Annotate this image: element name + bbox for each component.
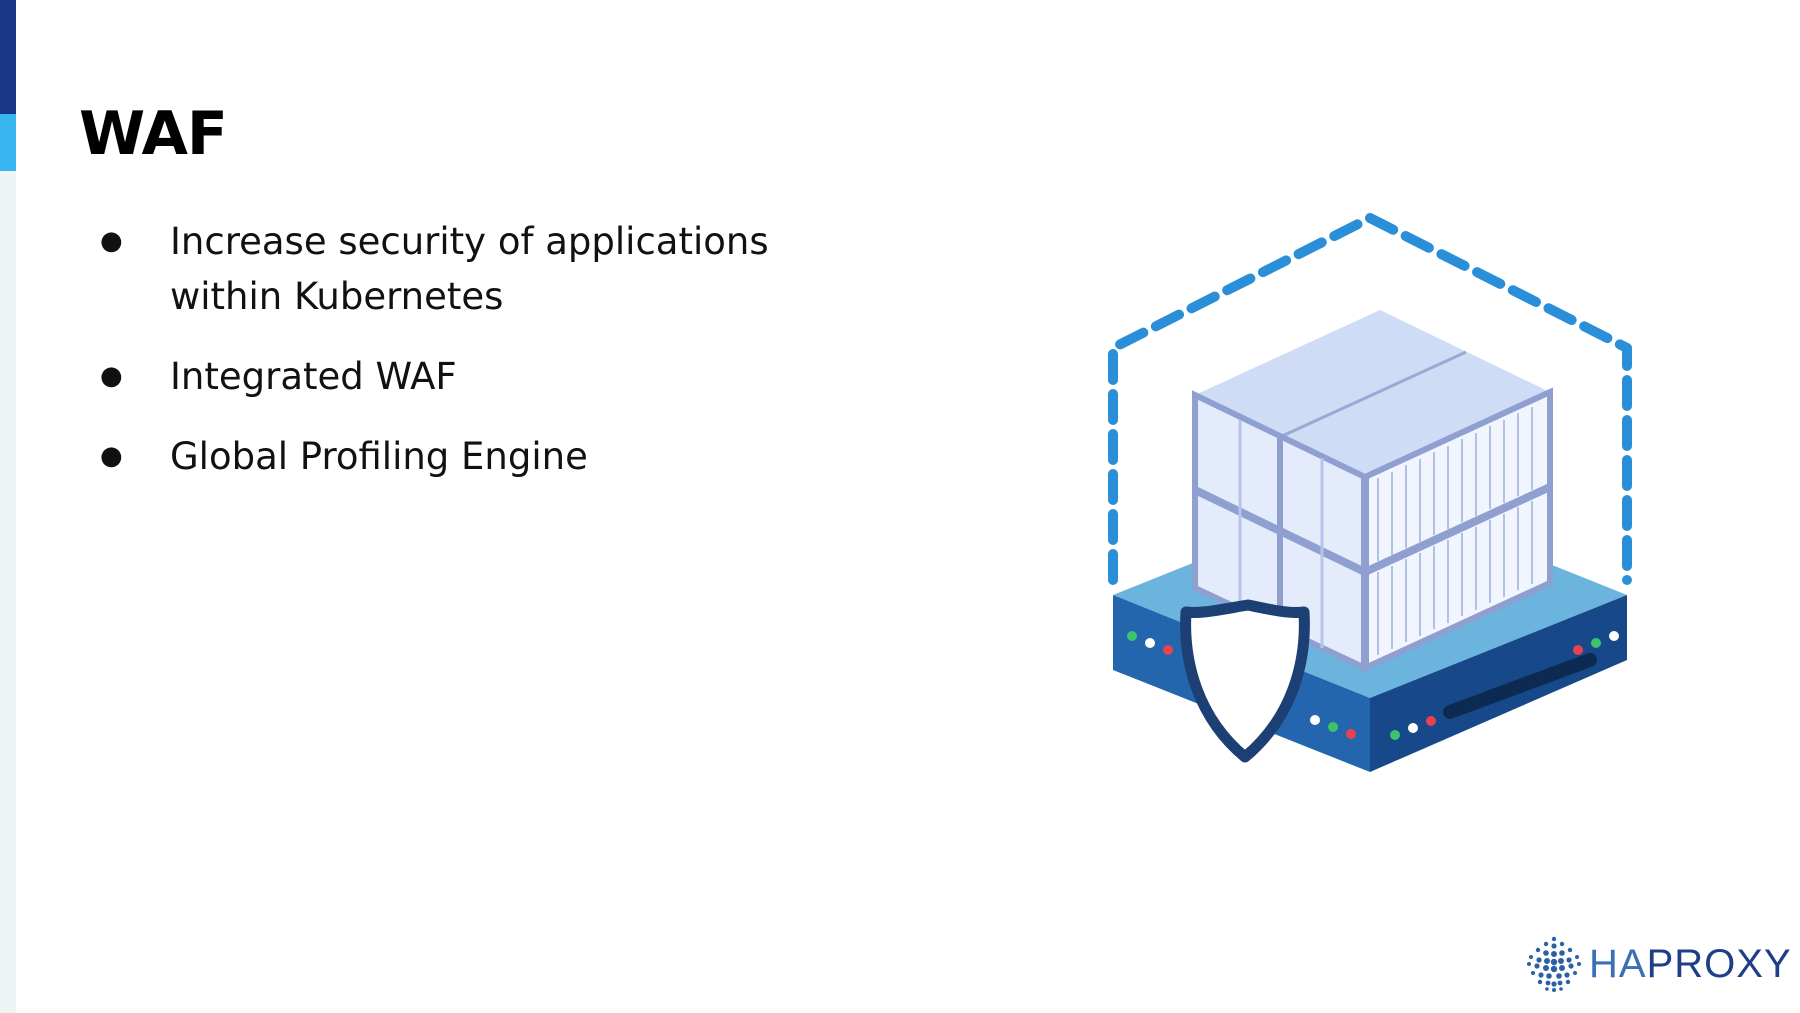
haproxy-logo-icon <box>1527 936 1581 992</box>
bullet-marker: ● <box>100 361 123 391</box>
accent-bar-dark <box>0 0 16 114</box>
bullet-item: ● Global Profiling Engine <box>100 429 860 484</box>
bullet-item: ● Integrated WAF <box>100 349 860 404</box>
shield <box>1180 599 1310 763</box>
dashed-boundary <box>1108 213 1632 585</box>
bullet-marker: ● <box>100 441 123 471</box>
accent-rail <box>0 171 16 1013</box>
bullet-text: Increase security of applications within… <box>170 220 769 318</box>
haproxy-logo-text: HAPROXY <box>1589 942 1792 986</box>
slide-title: WAF <box>79 99 228 169</box>
containers-stack <box>1192 310 1553 673</box>
bullet-text: Integrated WAF <box>170 355 457 398</box>
container-shield-server-icon <box>1100 200 1650 780</box>
haproxy-logo: HAPROXY <box>1525 935 1791 995</box>
accent-bar-light <box>0 114 16 171</box>
bullet-marker: ● <box>100 226 123 256</box>
bullet-list: ● Increase security of applications with… <box>100 214 860 509</box>
bullet-item: ● Increase security of applications with… <box>100 214 860 324</box>
bullet-text: Global Profiling Engine <box>170 435 588 478</box>
